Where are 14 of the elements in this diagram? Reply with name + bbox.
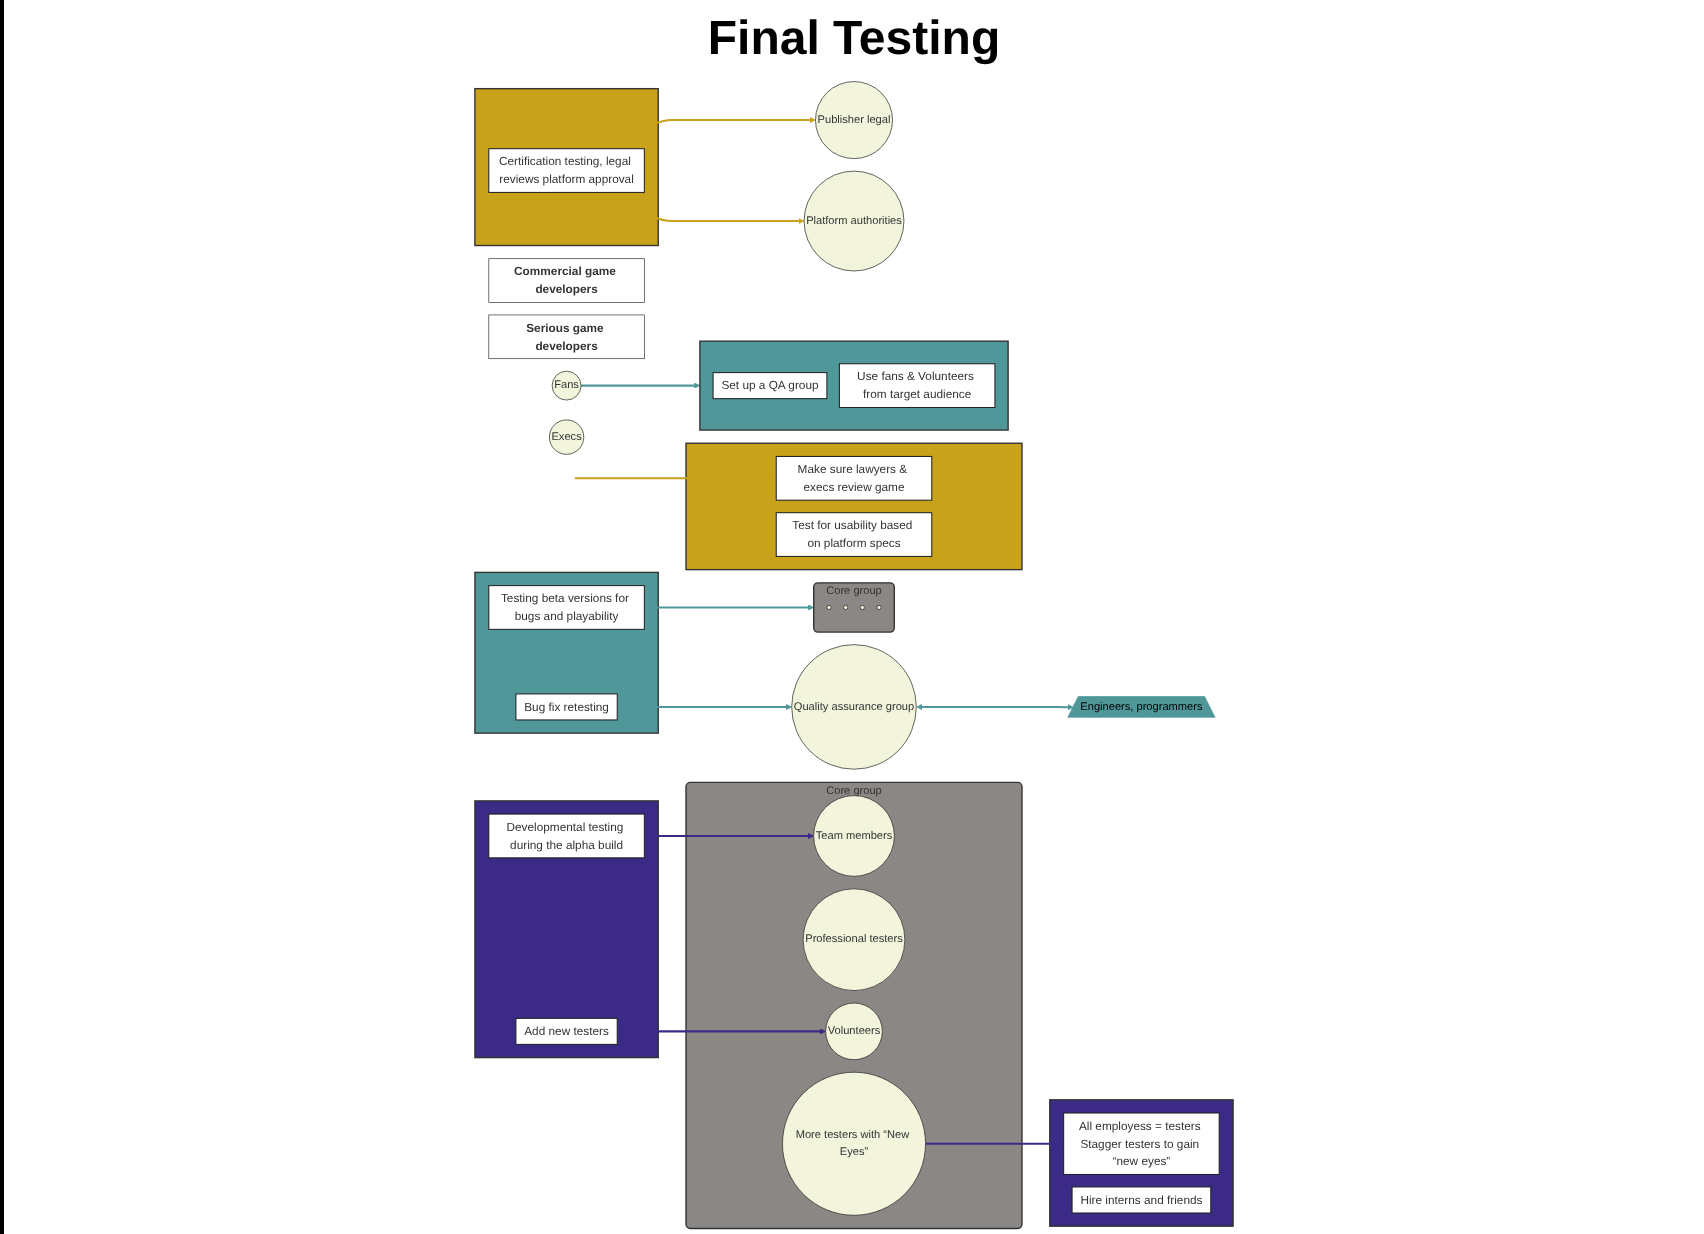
cluster	[474, 800, 659, 1059]
cluster	[699, 340, 1009, 431]
arrow	[916, 703, 1074, 711]
node-circle	[843, 605, 849, 610]
arrow	[574, 475, 777, 482]
cluster	[474, 87, 659, 247]
node-circle	[876, 605, 882, 610]
node-circle	[859, 605, 865, 610]
cluster	[474, 571, 659, 734]
cluster	[685, 442, 1023, 571]
arrow	[581, 382, 701, 389]
node-circle	[826, 605, 832, 610]
diagram-title: Final Testing	[707, 12, 1001, 68]
cluster	[1049, 1099, 1234, 1227]
